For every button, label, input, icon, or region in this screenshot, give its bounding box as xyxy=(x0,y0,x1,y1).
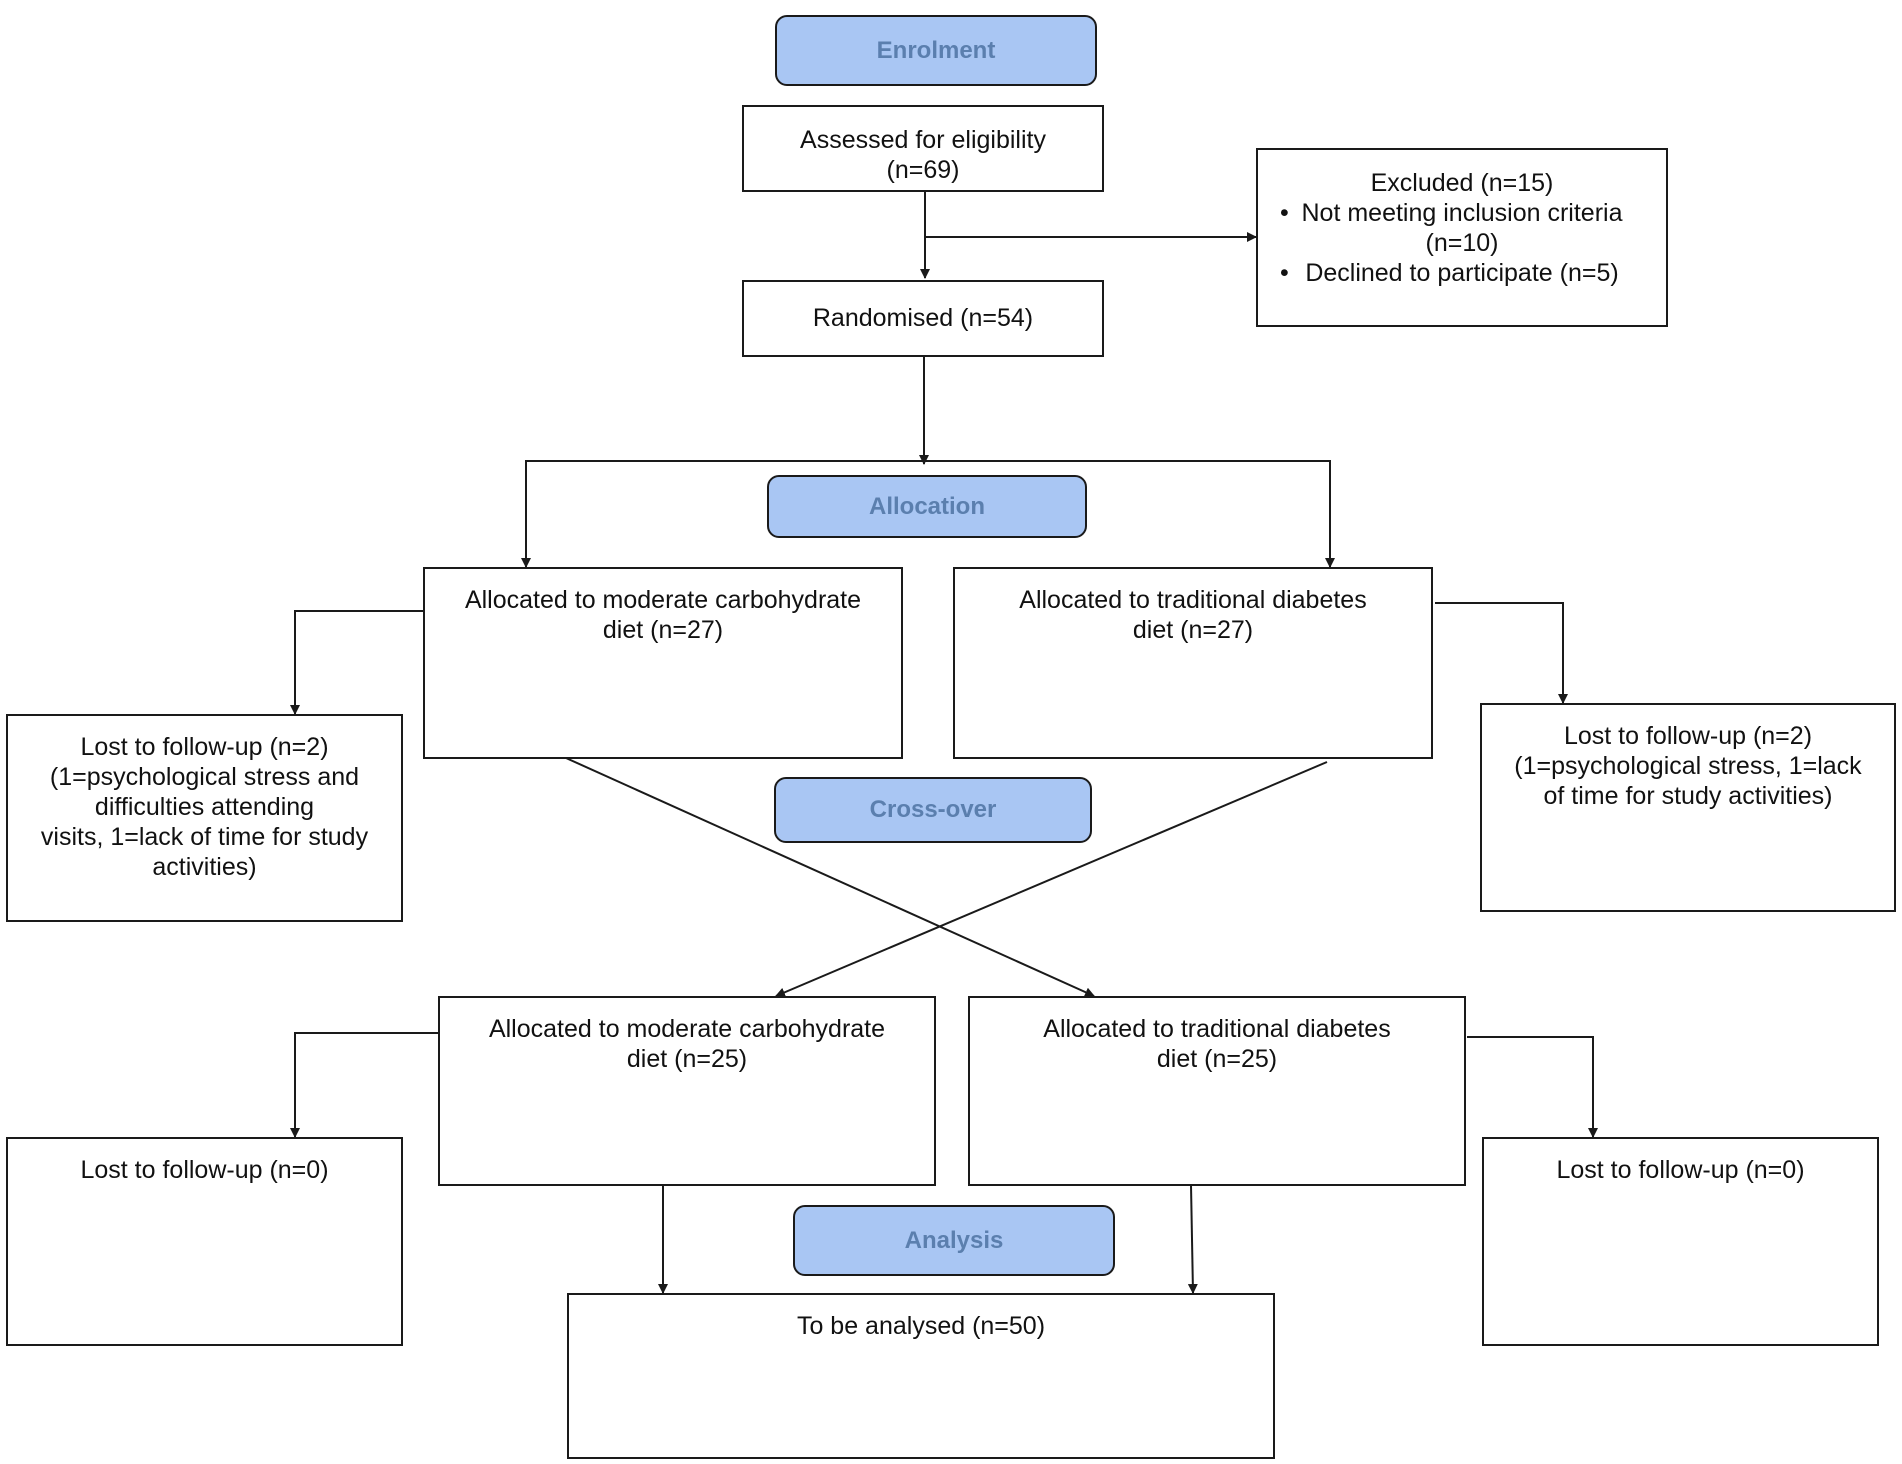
stage-enrolment: Enrolment xyxy=(775,15,1097,86)
p1-lost-left-box: Lost to follow-up (n=2) (1=psychological… xyxy=(6,714,403,922)
arrow-p1-right-lost xyxy=(1435,602,1568,704)
analysed-label: To be analysed (n=50) xyxy=(796,1312,1046,1340)
excluded-title: Excluded (n=15) xyxy=(1370,169,1554,197)
arrow-p1-left-lost xyxy=(290,610,424,715)
p2-traditional-box: Allocated to traditional diabetes diet (… xyxy=(968,996,1466,1186)
p1-traditional-label: Allocated to traditional diabetes xyxy=(1019,586,1367,614)
p1-lost-left-title: Lost to follow-up (n=2) xyxy=(80,733,329,761)
arrow-p2-left-lost xyxy=(290,1032,438,1138)
p1-lost-right-box: Lost to follow-up (n=2) (1=psychological… xyxy=(1480,703,1896,912)
excluded-box: Excluded (n=15) • Not meeting inclusion … xyxy=(1256,148,1668,327)
bullet-marker: • xyxy=(1280,259,1289,287)
p1-lost-right-reason-2: of time for study activities) xyxy=(1543,782,1833,810)
stage-allocation: Allocation xyxy=(767,475,1087,538)
arrow-allocation-left xyxy=(521,460,924,568)
p1-moderate-carb-label: Allocated to moderate carbohydrate xyxy=(464,586,862,614)
assessed-count: (n=69) xyxy=(886,156,960,184)
p1-lost-right-title: Lost to follow-up (n=2) xyxy=(1563,722,1813,750)
p2-traditional-label: Allocated to traditional diabetes xyxy=(1043,1015,1391,1043)
excluded-reason-criteria: • Not meeting inclusion criteria (n=10) xyxy=(1258,198,1666,258)
arrow-crossover-left-to-right xyxy=(565,757,1095,997)
arrow-crossover-right-to-left xyxy=(775,761,1328,998)
p2-lost-right-box: Lost to follow-up (n=0) xyxy=(1482,1137,1879,1346)
stage-analysis: Analysis xyxy=(793,1205,1115,1276)
p1-lost-left-reason-2: difficulties attending xyxy=(94,793,315,821)
p1-traditional-count: diet (n=27) xyxy=(1132,616,1254,644)
p1-traditional-box: Allocated to traditional diabetes diet (… xyxy=(953,567,1433,759)
assessed-label: Assessed for eligibility xyxy=(800,126,1046,154)
p1-lost-right-reason-1: (1=psychological stress, 1=lack xyxy=(1514,752,1862,780)
randomised-box: Randomised (n=54) xyxy=(742,280,1104,357)
assessed-box: Assessed for eligibility (n=69) xyxy=(742,105,1104,192)
arrow-p2-right-to-analysed xyxy=(1187,1184,1198,1294)
excluded-reason-declined: • Declined to participate (n=5) xyxy=(1258,258,1666,288)
p1-lost-left-reason-3: visits, 1=lack of time for study xyxy=(40,823,369,851)
p1-moderate-carb-count: diet (n=27) xyxy=(602,616,724,644)
stage-crossover: Cross-over xyxy=(774,777,1092,843)
p1-moderate-carb-box: Allocated to moderate carbohydrate diet … xyxy=(423,567,903,759)
p1-lost-left-reason-4: activities) xyxy=(152,853,257,881)
analysed-box: To be analysed (n=50) xyxy=(567,1293,1275,1459)
bullet-marker: • xyxy=(1280,199,1289,227)
p2-moderate-carb-box: Allocated to moderate carbohydrate diet … xyxy=(438,996,936,1186)
excluded-declined-label: Declined to participate (n=5) xyxy=(1305,259,1619,287)
p1-lost-left-reason-1: (1=psychological stress and xyxy=(49,763,360,791)
p2-lost-right-title: Lost to follow-up (n=0) xyxy=(1556,1156,1805,1184)
excluded-reasons: • Not meeting inclusion criteria (n=10) … xyxy=(1258,198,1666,288)
arrow-allocation-right xyxy=(924,460,1335,568)
excluded-criteria-label: Not meeting inclusion criteria xyxy=(1301,199,1623,227)
arrow-p2-right-lost xyxy=(1467,1036,1598,1138)
p2-moderate-carb-count: diet (n=25) xyxy=(626,1045,748,1073)
randomised-label: Randomised (n=54) xyxy=(812,304,1034,332)
p2-lost-left-title: Lost to follow-up (n=0) xyxy=(80,1156,329,1184)
excluded-criteria-count: (n=10) xyxy=(1425,229,1499,257)
p2-moderate-carb-label: Allocated to moderate carbohydrate xyxy=(488,1015,886,1043)
p2-lost-left-box: Lost to follow-up (n=0) xyxy=(6,1137,403,1346)
p2-traditional-count: diet (n=25) xyxy=(1156,1045,1278,1073)
